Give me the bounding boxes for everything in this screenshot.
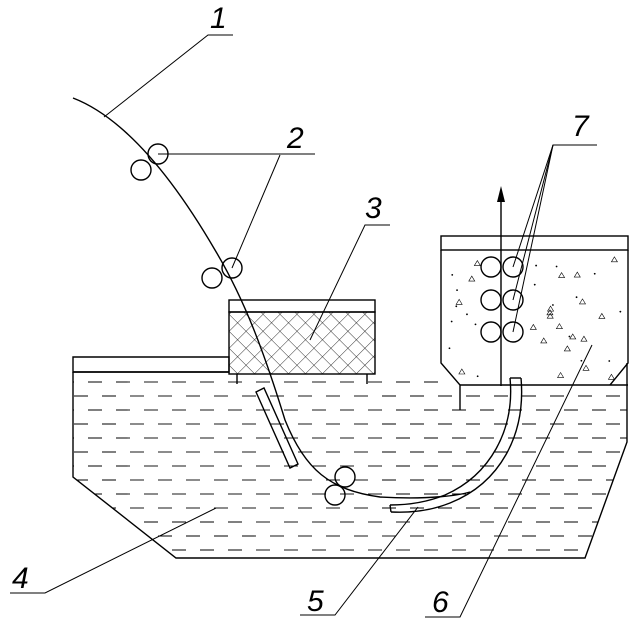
label-4: 4 — [12, 562, 29, 595]
chamber-rollers — [480, 256, 524, 343]
label-2: 2 — [286, 122, 304, 155]
label-6: 6 — [432, 586, 449, 619]
coating-chamber — [440, 235, 629, 410]
fiber-path — [72, 97, 471, 499]
baffle-plate — [255, 387, 299, 469]
leader-lines — [10, 34, 597, 618]
label-5: 5 — [307, 585, 324, 618]
label-1: 1 — [210, 2, 227, 35]
label-7: 7 — [572, 110, 590, 143]
output-arrow — [497, 186, 505, 386]
liquid-bath — [73, 381, 627, 551]
bath-tank — [72, 356, 628, 559]
label-3: 3 — [365, 192, 382, 225]
filter-block — [228, 299, 376, 384]
curved-guide-tube — [389, 377, 523, 513]
